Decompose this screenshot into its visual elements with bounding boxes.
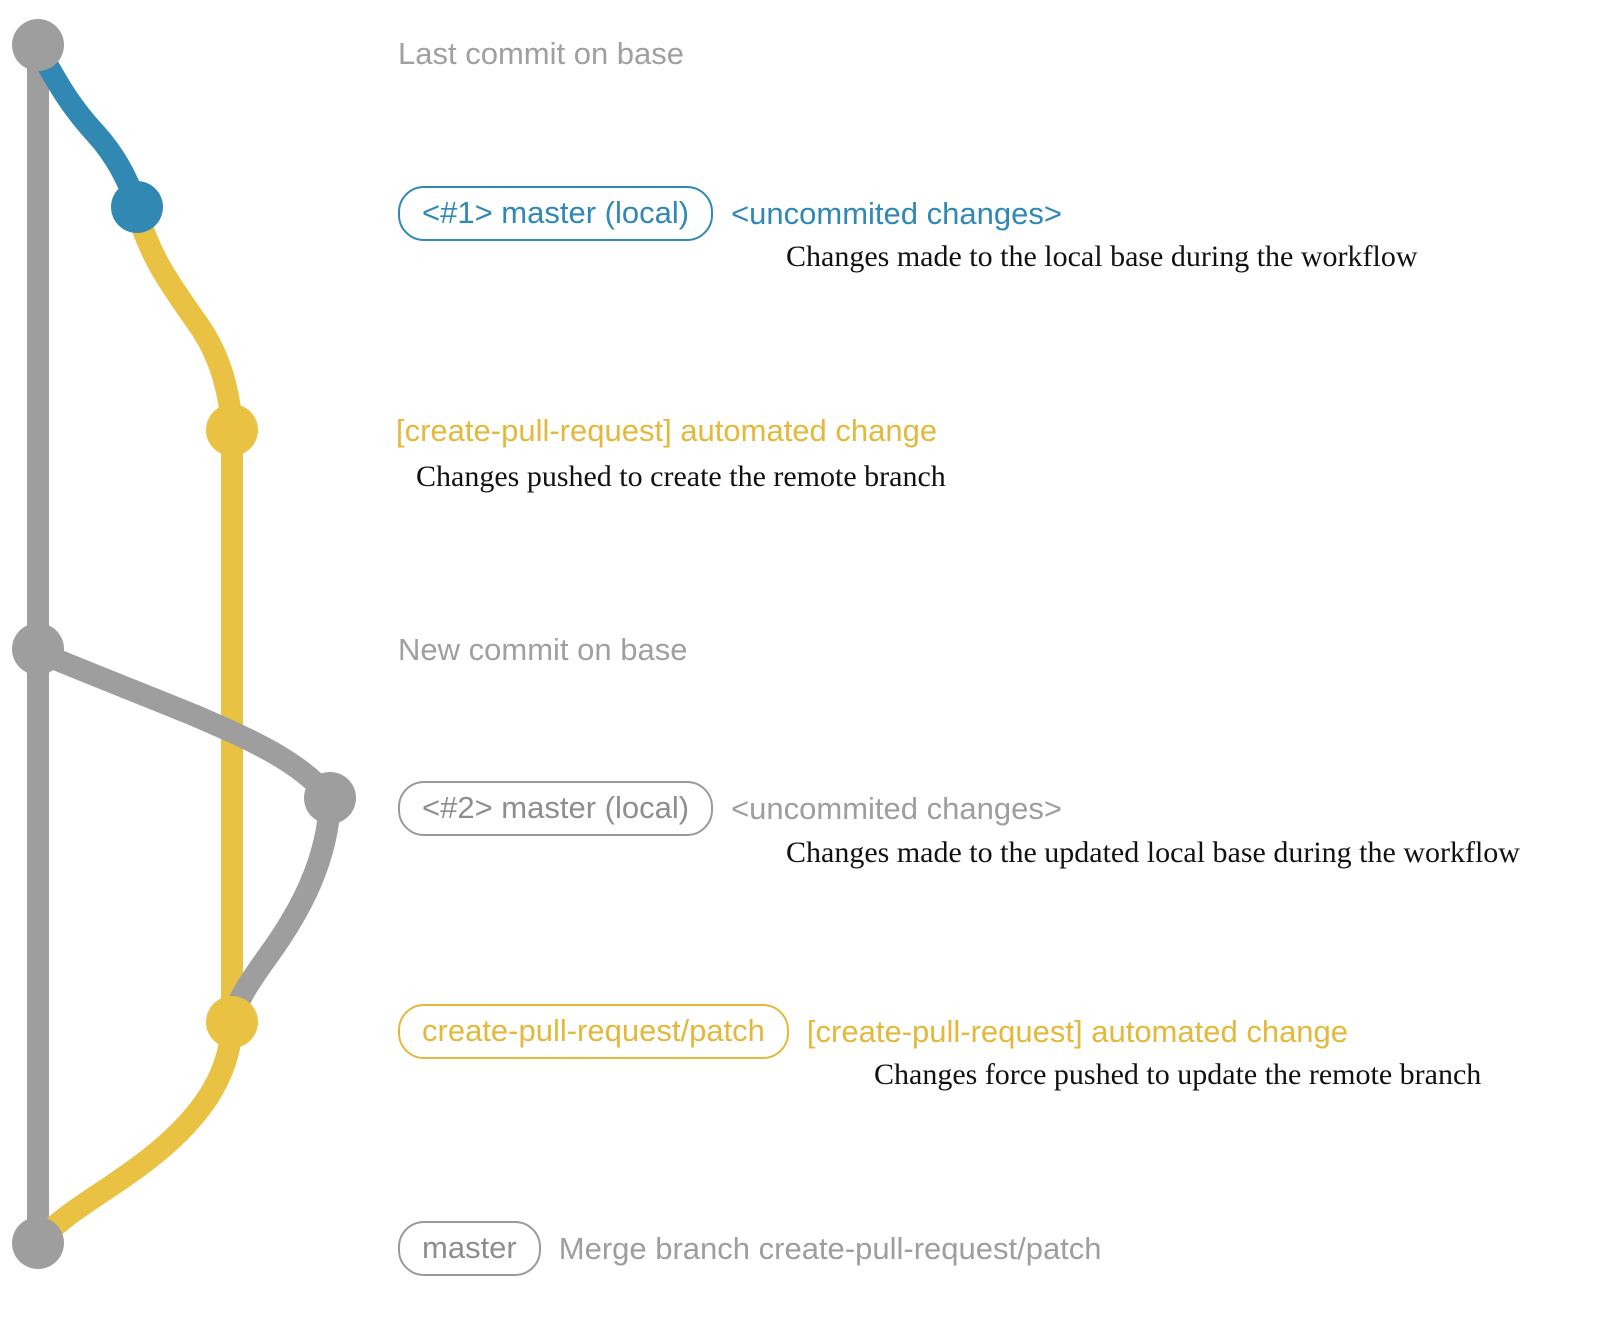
branch-badge-create-pull-request-patch[interactable]: create-pull-request/patch xyxy=(398,1004,789,1059)
commit-subject-master-local-1: <uncommited changes> xyxy=(731,196,1062,231)
commit-node-merge-commit[interactable] xyxy=(12,1217,64,1269)
commit-node-new-commit-on-base[interactable] xyxy=(12,623,64,675)
branch-badge-master[interactable]: master xyxy=(398,1221,541,1276)
branch-badge-master-local-1[interactable]: <#1> master (local) xyxy=(398,186,714,241)
commit-node-last-commit-on-base[interactable] xyxy=(12,19,64,71)
commit-subject-automated-change-1: [create-pull-request] automated change xyxy=(396,413,938,448)
commit-subject-merge-commit: Merge branch create-pull-request/patch xyxy=(558,1231,1102,1266)
commit-node-master-local-2[interactable] xyxy=(304,772,356,824)
edge-local-branch-2a xyxy=(27,641,341,809)
branch-badge-master-local-2[interactable]: <#2> master (local) xyxy=(398,781,714,836)
commit-node-automated-change-1[interactable] xyxy=(206,404,258,456)
edge-local-branch-1 xyxy=(27,37,148,218)
commit-row-merge-commit: master Merge branch create-pull-request/… xyxy=(398,1221,1102,1276)
commit-note-master-local-1: Changes made to the local base during th… xyxy=(786,240,1418,273)
commit-row-automated-change-2: create-pull-request/patch [create-pull-r… xyxy=(398,1004,1348,1059)
commit-row-master-local-1: <#1> master (local) <uncommited changes> xyxy=(398,186,1062,241)
commit-node-automated-change-2[interactable] xyxy=(206,996,258,1048)
commit-subject-new-commit-on-base: New commit on base xyxy=(398,632,688,667)
commit-note-master-local-2: Changes made to the updated local base d… xyxy=(786,836,1520,869)
edge-patch-branch-1 xyxy=(126,199,243,441)
commit-note-automated-change-2: Changes force pushed to update the remot… xyxy=(874,1058,1482,1091)
commit-nodes xyxy=(12,19,356,1269)
edge-patch-merge xyxy=(27,1013,243,1254)
commit-note-automated-change-1: Changes pushed to create the remote bran… xyxy=(416,460,946,493)
commit-subject-master-local-2: <uncommited changes> xyxy=(731,791,1062,826)
commit-node-master-local-1[interactable] xyxy=(111,181,163,233)
commit-subject-automated-change-2: [create-pull-request] automated change xyxy=(806,1014,1349,1049)
commit-row-master-local-2: <#2> master (local) <uncommited changes> xyxy=(398,781,1062,836)
commit-subject-last-commit-on-base: Last commit on base xyxy=(398,36,685,71)
